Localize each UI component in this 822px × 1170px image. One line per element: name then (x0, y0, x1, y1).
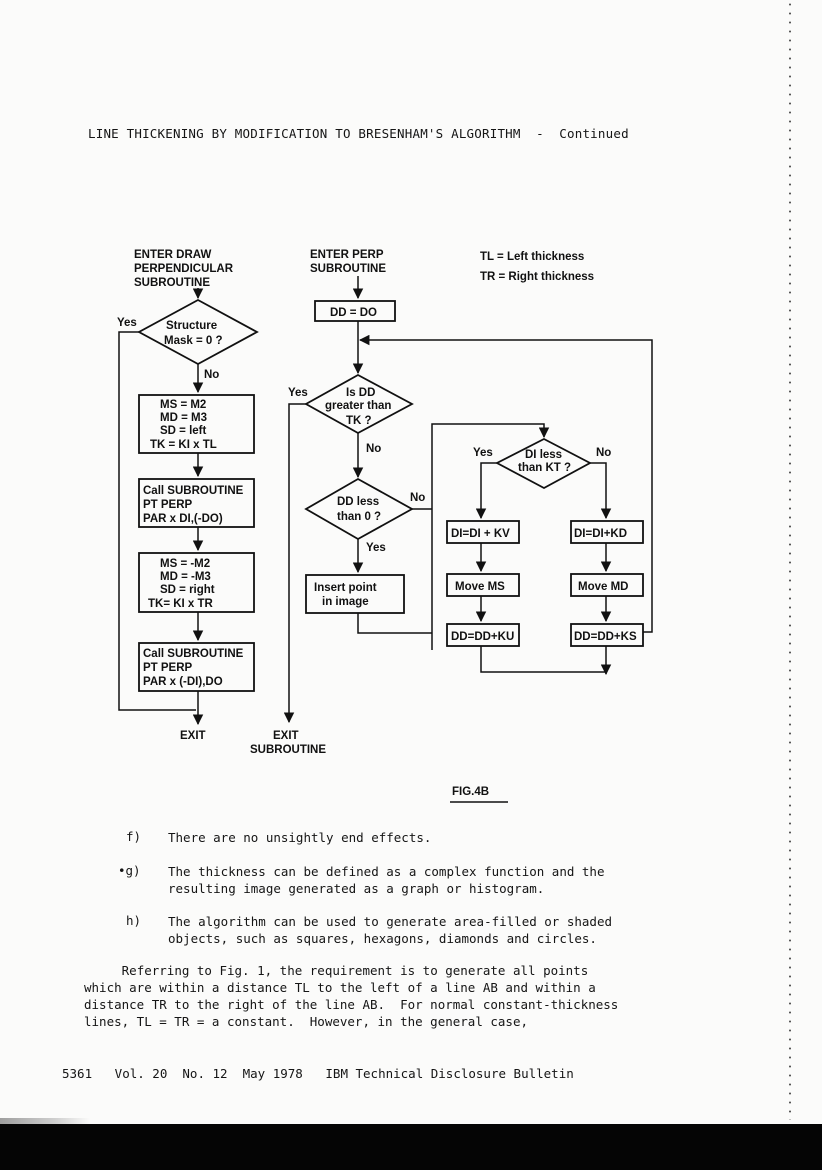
di-kd-label: DI=DI+KD (574, 528, 627, 540)
call-perp-1-line-2: PT PERP (143, 499, 193, 511)
di-kv-label: DI=DI + KV (451, 528, 510, 540)
left-assign-line-4: TK = KI x TL (150, 439, 217, 451)
dd-less-line-2: than 0 ? (337, 511, 381, 523)
list-item-label: h) (126, 913, 142, 928)
figure-caption: FIG.4B (452, 786, 489, 798)
structure-mask-line-2: Mask = 0 ? (164, 335, 223, 347)
dd-greater-line-2: greater than (325, 400, 391, 412)
perp-exit-line-1: EXIT (273, 730, 299, 742)
structure-no-label: No (204, 369, 219, 381)
dd-ku-box (446, 623, 520, 647)
di-less-decision (495, 437, 592, 490)
call-perp-box-1 (138, 478, 255, 528)
perp-exit-line-2: SUBROUTINE (250, 744, 326, 756)
call-perp-1-line-1: Call SUBROUTINE (143, 485, 244, 497)
dd-greater-yes-label: Yes (288, 387, 308, 399)
body-paragraph: Referring to Fig. 1, the requirement is … (84, 963, 619, 1029)
bus-to-di-decision (431, 423, 550, 650)
dd-ku-label: DD=DD+KU (451, 631, 514, 643)
page-footer: 5361 Vol. 20 No. 12 May 1978 IBM Technic… (62, 1066, 574, 1081)
dd-less-line-1: DD less (337, 496, 379, 508)
di-yes-label: Yes (473, 447, 493, 459)
dd-less-no-label: No (410, 492, 425, 504)
dd-greater-no-label: No (366, 443, 381, 455)
call-perp-2-line-1: Call SUBROUTINE (143, 648, 244, 660)
list-item-text: The thickness can be defined as a comple… (168, 864, 605, 896)
structure-mask-line-1: Structure (166, 320, 217, 332)
left-enter-line-3: SUBROUTINE (134, 277, 210, 289)
di-less-line-1: DI less (525, 449, 562, 461)
perp-enter-line-2: SUBROUTINE (310, 263, 386, 275)
left-exit-label: EXIT (180, 730, 206, 742)
scan-bottom-band (0, 1124, 822, 1170)
left-assign-line-1: MS = M2 (160, 399, 206, 411)
list-item-label: f) (126, 829, 142, 844)
left-assign-line-2: MD = M3 (160, 412, 207, 424)
di-kv-box (446, 520, 520, 544)
merge-path (480, 646, 606, 673)
right-assign-line-3: SD = right (160, 584, 215, 596)
call-perp-box-2 (138, 642, 255, 692)
di-yes-path (475, 462, 497, 520)
list-item-label: •g) (118, 863, 141, 878)
right-assign-box (138, 552, 255, 613)
page-header: LINE THICKENING BY MODIFICATION TO BRESE… (88, 126, 629, 141)
scan-edge-dots (788, 0, 792, 1120)
structure-yes-label: Yes (117, 317, 137, 329)
dd-ks-box (570, 623, 644, 647)
dd-greater-line-1: Is DD (346, 387, 375, 399)
insert-point-line-2: in image (322, 596, 369, 608)
list-item-text: The algorithm can be used to generate ar… (168, 914, 613, 946)
legend-tl: TL = Left thickness (480, 251, 584, 263)
dd-ks-label: DD=DD+KS (574, 631, 637, 643)
list-item-text: There are no unsightly end effects. (168, 830, 432, 845)
structure-mask-decision (137, 298, 259, 366)
left-assign-line-3: SD = left (160, 425, 207, 437)
insert-point-line-1: Insert point (314, 582, 377, 594)
exit-path (283, 403, 306, 724)
right-assign-line-4: TK= KI x TR (148, 598, 214, 610)
right-assign-line-1: MS = -M2 (160, 558, 210, 570)
dd-greater-line-3: TK ? (346, 415, 372, 427)
call-perp-1-line-3: PAR x DI,(-DO) (143, 513, 223, 525)
left-enter-line-2: PERPENDICULAR (134, 263, 234, 275)
move-ms-label: Move MS (455, 581, 505, 593)
legend-tr: TR = Right thickness (480, 271, 594, 283)
move-md-label: Move MD (578, 581, 628, 593)
di-no-label: No (596, 447, 611, 459)
left-enter-line-1: ENTER DRAW (134, 249, 211, 261)
di-less-line-2: than KT ? (518, 462, 571, 474)
di-kd-box (570, 520, 644, 544)
call-perp-2-line-3: PAR x (-DI),DO (143, 676, 223, 688)
list-item-f: f) There are no unsightly end effects. (126, 829, 431, 889)
list-item-h: h) The algorithm can be used to generate… (126, 913, 612, 973)
left-yes-path (118, 331, 196, 711)
insert-point-box (305, 574, 405, 614)
right-assign-line-2: MD = -M3 (160, 571, 211, 583)
insert-return-path (357, 613, 432, 634)
move-ms-box (446, 573, 520, 597)
call-perp-2-line-2: PT PERP (143, 662, 193, 674)
perp-enter-line-1: ENTER PERP (310, 249, 384, 261)
loop-back-path (358, 334, 653, 633)
dd-init-box (314, 300, 396, 322)
left-assign-box (138, 394, 255, 454)
di-no-path (590, 462, 612, 520)
flowchart-fig-4b: ENTER DRAW PERPENDICULAR SUBROUTINE Stru… (117, 249, 653, 803)
dd-less-yes-label: Yes (366, 542, 386, 554)
left-enter-label: ENTER DRAW PERPENDICULAR SUBROUTINE (134, 249, 234, 289)
dd-less-decision (304, 477, 414, 541)
list-item-g: •g) The thickness can be defined as a co… (118, 863, 605, 923)
move-md-box (570, 573, 644, 597)
dd-init-label: DD = DO (330, 307, 377, 319)
